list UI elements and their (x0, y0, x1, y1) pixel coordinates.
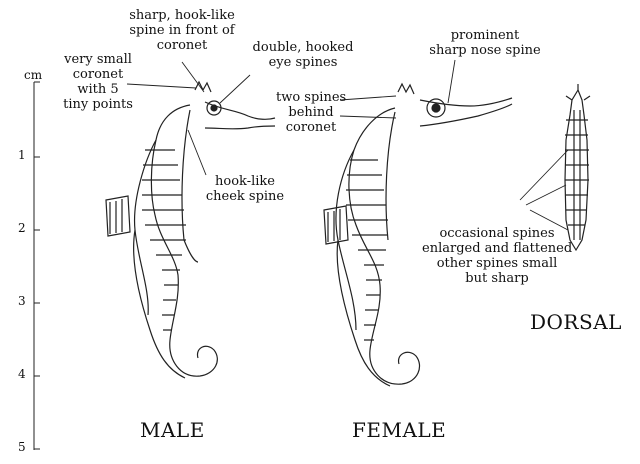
label-male: MALE (140, 418, 205, 442)
scale-tick-5: 5 (18, 440, 26, 454)
annotation-line: hook-like (215, 174, 275, 189)
annotation-line: tiny points (63, 97, 133, 112)
annotation-line: sharp, hook-like (129, 8, 235, 23)
annotation-eye-spines: double, hooked eye spines (250, 40, 356, 70)
annotation-line: coronet (285, 120, 337, 135)
annotation-line: prominent (450, 28, 520, 43)
scale-bar (33, 81, 40, 450)
female-seahorse (323, 82, 513, 387)
scale-tick-1: 1 (18, 148, 26, 162)
male-seahorse (105, 80, 276, 379)
annotation-line: eye spines (268, 55, 338, 70)
annotation-nose-spine: prominent sharp nose spine (420, 28, 550, 58)
annotation-line: cheek spine (205, 189, 285, 204)
scale-tick-2: 2 (18, 221, 26, 235)
scale-tick-4: 4 (18, 367, 26, 381)
label-female: FEMALE (352, 418, 447, 442)
annotation-coronet-small: very small coronet with 5 tiny points (50, 52, 146, 112)
annotation-line: behind (288, 105, 334, 120)
annotation-line: other spines small (436, 256, 558, 271)
annotation-line: sharp nose spine (429, 43, 541, 58)
scale-tick-3: 3 (18, 294, 26, 308)
annotation-cheek-spine: hook-like cheek spine (200, 174, 290, 204)
annotation-line: very small (64, 52, 132, 67)
leader-lines (126, 59, 569, 231)
annotation-dorsal-spines: occasional spines enlarged and flattened… (422, 226, 572, 286)
annotation-spines-behind: two spines behind coronet (276, 90, 346, 135)
annotation-line: occasional spines (439, 226, 555, 241)
annotation-line: coronet (72, 67, 124, 82)
annotation-line: with 5 (77, 82, 119, 97)
annotation-line: coronet (156, 38, 208, 53)
scale-unit: cm (24, 68, 43, 82)
annotation-line: two spines (276, 90, 347, 105)
label-dorsal: DORSAL (530, 310, 622, 334)
annotation-line: spine in front of (129, 23, 235, 38)
annotation-line: double, hooked (252, 40, 354, 55)
dorsal-seahorse (564, 84, 591, 252)
annotation-line: enlarged and flattened (422, 241, 573, 256)
annotation-line: but sharp (465, 271, 529, 286)
annotation-hook-spine-front: sharp, hook-like spine in front of coron… (120, 8, 244, 53)
